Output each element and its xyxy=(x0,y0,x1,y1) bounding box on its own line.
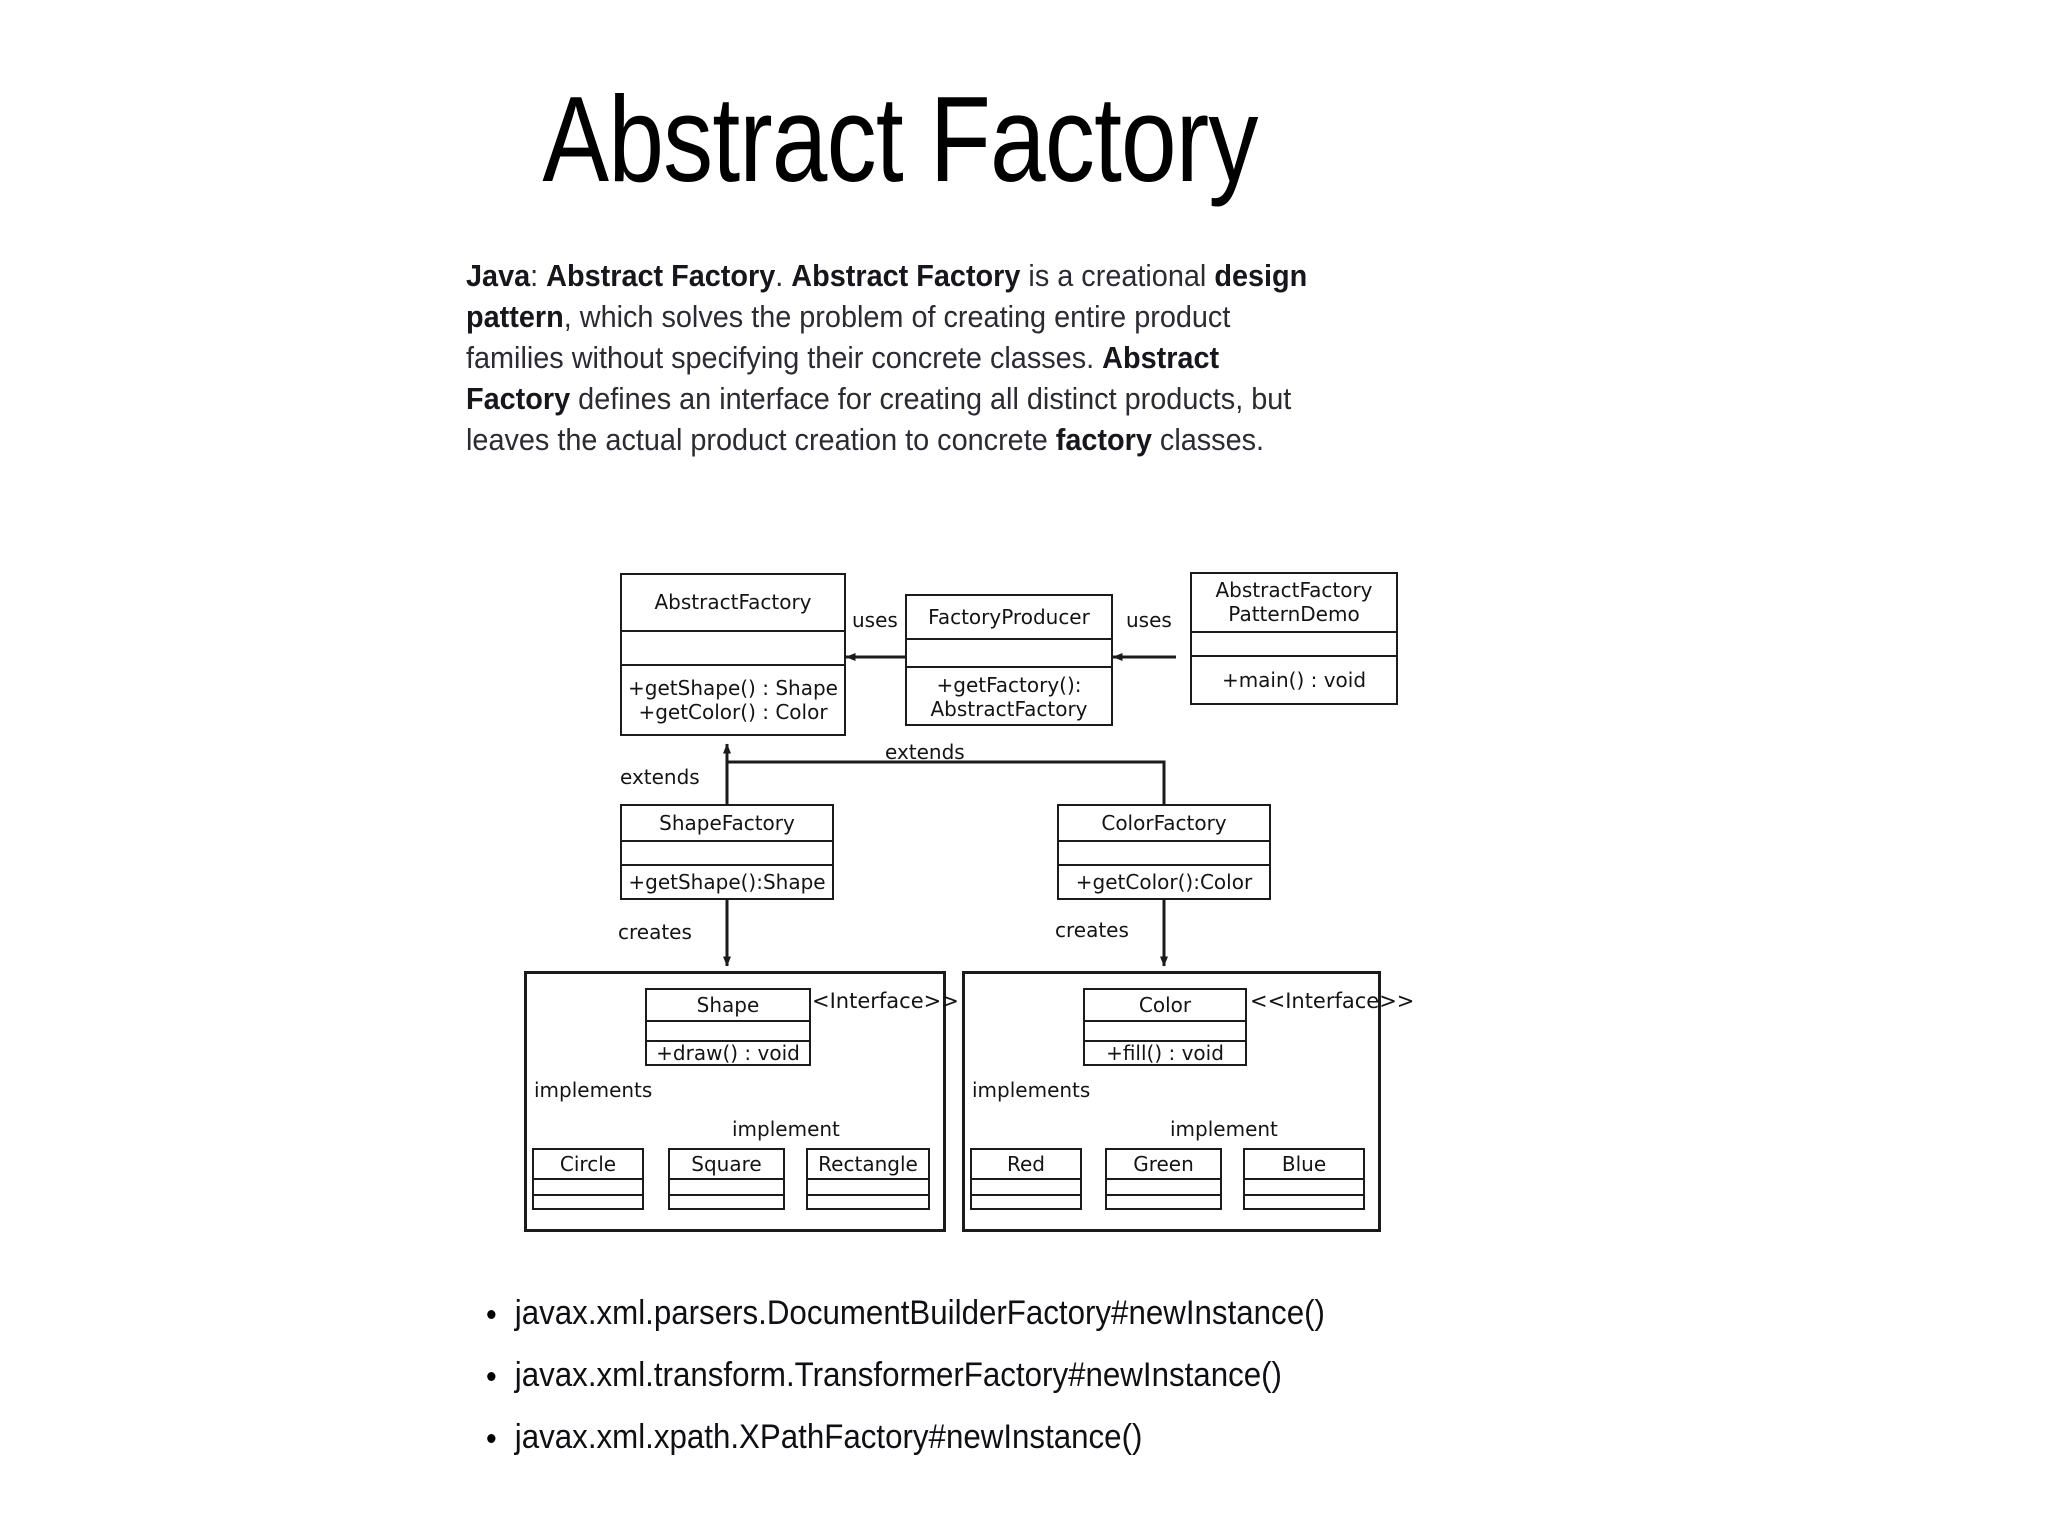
class-attributes xyxy=(1107,1178,1220,1194)
uml-class-abstract-factory[interactable]: AbstractFactory +getShape() : Shape +get… xyxy=(620,573,846,736)
intro-paragraph: Java: Abstract Factory. Abstract Factory… xyxy=(466,255,1322,460)
class-methods: +getShape():Shape xyxy=(622,864,832,899)
uml-class-square[interactable]: Square xyxy=(668,1148,785,1210)
class-methods: +main() : void xyxy=(1192,655,1396,704)
intro-segment-7: , which solves the problem of creating e… xyxy=(466,299,1231,375)
list-item: javax.xml.parsers.DocumentBuilderFactory… xyxy=(478,1292,1490,1334)
class-attributes xyxy=(622,630,844,664)
list-item: javax.xml.xpath.XPathFactory#newInstance… xyxy=(478,1416,1490,1458)
intro-segment-2: Abstract Factory xyxy=(546,258,776,293)
edge-label-implement-color: implement xyxy=(1170,1117,1278,1141)
list-item: javax.xml.transform.TransformerFactory#n… xyxy=(478,1354,1490,1396)
class-methods xyxy=(972,1194,1080,1207)
class-name-line1: AbstractFactory xyxy=(1215,577,1373,602)
intro-segment-9: defines an interface for creating all di… xyxy=(466,381,1292,457)
class-methods: +getFactory(): AbstractFactory xyxy=(907,666,1111,728)
class-methods xyxy=(1107,1194,1220,1207)
intro-segment-1: : xyxy=(530,258,547,293)
class-name: FactoryProducer xyxy=(928,604,1090,629)
interface-attributes xyxy=(647,1020,809,1040)
method-get-factory-line2: AbstractFactory xyxy=(930,697,1088,721)
class-methods: +getColor():Color xyxy=(1059,864,1269,899)
uml-class-factory-producer[interactable]: FactoryProducer +getFactory(): AbstractF… xyxy=(905,594,1113,726)
intro-segment-8: Abstract Factory xyxy=(466,340,1220,416)
class-attributes xyxy=(972,1178,1080,1194)
class-name: Circle xyxy=(559,1151,617,1176)
class-attributes xyxy=(534,1178,642,1194)
class-name: Red xyxy=(1007,1151,1045,1176)
uml-class-shape-factory[interactable]: ShapeFactory +getShape():Shape xyxy=(620,804,834,900)
intro-segment-3: . xyxy=(775,258,792,293)
edge-label-extends-right: extends xyxy=(885,740,965,764)
class-name: ColorFactory xyxy=(1101,810,1227,835)
class-methods xyxy=(534,1194,642,1207)
class-attributes xyxy=(907,638,1111,666)
uml-class-blue[interactable]: Blue xyxy=(1243,1148,1365,1210)
api-examples-list: javax.xml.parsers.DocumentBuilderFactory… xyxy=(478,1292,1578,1478)
interface-methods: +draw() : void xyxy=(647,1040,809,1065)
class-name: ShapeFactory xyxy=(659,810,795,835)
class-attributes xyxy=(622,840,832,864)
stereotype-shape-interface: <Interface>> xyxy=(812,989,959,1013)
edge-label-implements-color: implements xyxy=(972,1078,1091,1102)
uml-class-circle[interactable]: Circle xyxy=(532,1148,644,1210)
class-attributes xyxy=(1059,840,1269,864)
edge-label-implement-shape: implement xyxy=(732,1117,840,1141)
class-methods xyxy=(808,1194,928,1207)
intro-segment-5: is a creational xyxy=(1020,258,1215,293)
class-name: Green xyxy=(1133,1151,1194,1176)
class-attributes xyxy=(670,1178,783,1194)
interface-name: Color xyxy=(1138,992,1192,1017)
class-name: Rectangle xyxy=(818,1151,918,1176)
interface-name: Shape xyxy=(696,992,760,1017)
class-attributes xyxy=(1192,631,1396,655)
intro-segment-6: design pattern xyxy=(466,258,1308,334)
method-get-shape: +getShape() : Shape xyxy=(628,676,838,701)
intro-segment-4: Abstract Factory xyxy=(791,258,1021,293)
uml-class-rectangle[interactable]: Rectangle xyxy=(806,1148,930,1210)
class-name-line2: PatternDemo xyxy=(1228,601,1360,626)
class-name: AbstractFactory PatternDemo xyxy=(1192,574,1396,631)
uml-interface-color[interactable]: Color +fill() : void xyxy=(1083,988,1247,1066)
stereotype-color-interface: <<Interface>> xyxy=(1250,989,1415,1013)
edge-label-uses-left: uses xyxy=(852,608,898,632)
interface-methods: +fill() : void xyxy=(1085,1040,1245,1065)
intro-segment-11: classes. xyxy=(1151,422,1265,457)
interface-attributes xyxy=(1085,1020,1245,1040)
intro-segment-10: factory xyxy=(1055,422,1152,457)
uml-interface-shape[interactable]: Shape +draw() : void xyxy=(645,988,811,1066)
edge-label-uses-right: uses xyxy=(1126,608,1172,632)
class-methods xyxy=(1245,1194,1363,1207)
uml-class-color-factory[interactable]: ColorFactory +getColor():Color xyxy=(1057,804,1271,900)
class-name: Square xyxy=(691,1151,762,1176)
class-attributes xyxy=(808,1178,928,1194)
method-get-factory-line1: +getFactory(): xyxy=(936,673,1082,698)
edge-label-creates-color: creates xyxy=(1055,918,1129,942)
method-get-color: +getColor() : Color xyxy=(638,700,828,724)
class-attributes xyxy=(1245,1178,1363,1194)
uml-class-red[interactable]: Red xyxy=(970,1148,1082,1210)
edge-label-implements-shape: implements xyxy=(534,1078,653,1102)
class-name: Blue xyxy=(1281,1151,1327,1176)
edge-label-extends-left: extends xyxy=(620,765,700,789)
uml-class-abstract-factory-pattern-demo[interactable]: AbstractFactory PatternDemo +main() : vo… xyxy=(1190,572,1398,705)
uml-class-green[interactable]: Green xyxy=(1105,1148,1222,1210)
class-methods: +getShape() : Shape +getColor() : Color xyxy=(622,664,844,736)
page-title: Abstract Factory xyxy=(542,71,1258,207)
class-name: AbstractFactory xyxy=(654,590,812,614)
edge-label-creates-shape: creates xyxy=(618,920,692,944)
intro-segment-0: Java xyxy=(466,258,531,293)
class-methods xyxy=(670,1194,783,1207)
